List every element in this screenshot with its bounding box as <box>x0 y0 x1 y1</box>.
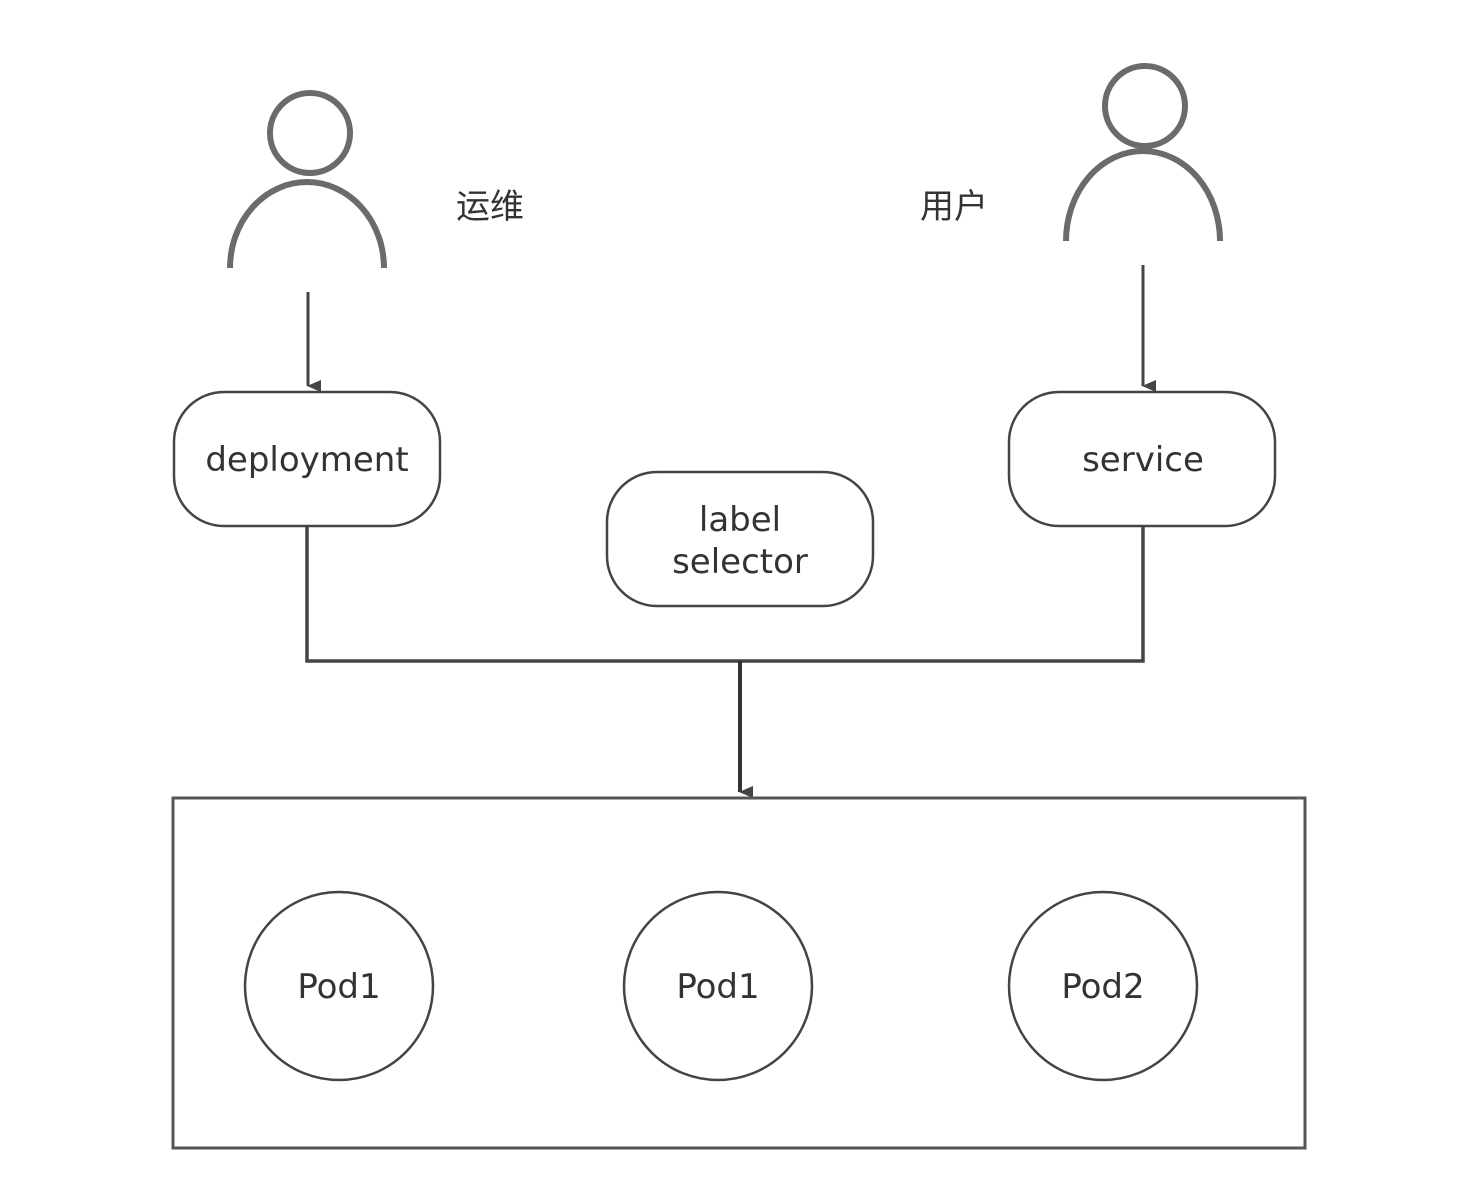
deployment-node: deployment <box>172 390 442 528</box>
ops-person-icon <box>227 90 387 269</box>
label-selector-node: label selector <box>605 470 875 608</box>
pod-circle: Pod2 <box>1007 890 1199 1082</box>
pod-container <box>171 796 1307 1150</box>
service-label: service <box>1082 440 1204 480</box>
pod-label: Pod2 <box>1061 967 1144 1007</box>
label-selector-line2: selector <box>672 542 808 582</box>
deployment-label: deployment <box>205 440 408 480</box>
ops-label: 运维 <box>456 187 524 227</box>
user-label: 用户 <box>920 187 988 227</box>
deployment-service-connector <box>305 527 1145 663</box>
label-selector-line1: label <box>699 500 781 540</box>
user-person-icon <box>1063 63 1223 242</box>
pod-label: Pod1 <box>676 967 759 1007</box>
pod-circle: Pod1 <box>243 890 435 1082</box>
pod-circle: Pod1 <box>622 890 814 1082</box>
pod-label: Pod1 <box>297 967 380 1007</box>
service-node: service <box>1007 390 1277 528</box>
